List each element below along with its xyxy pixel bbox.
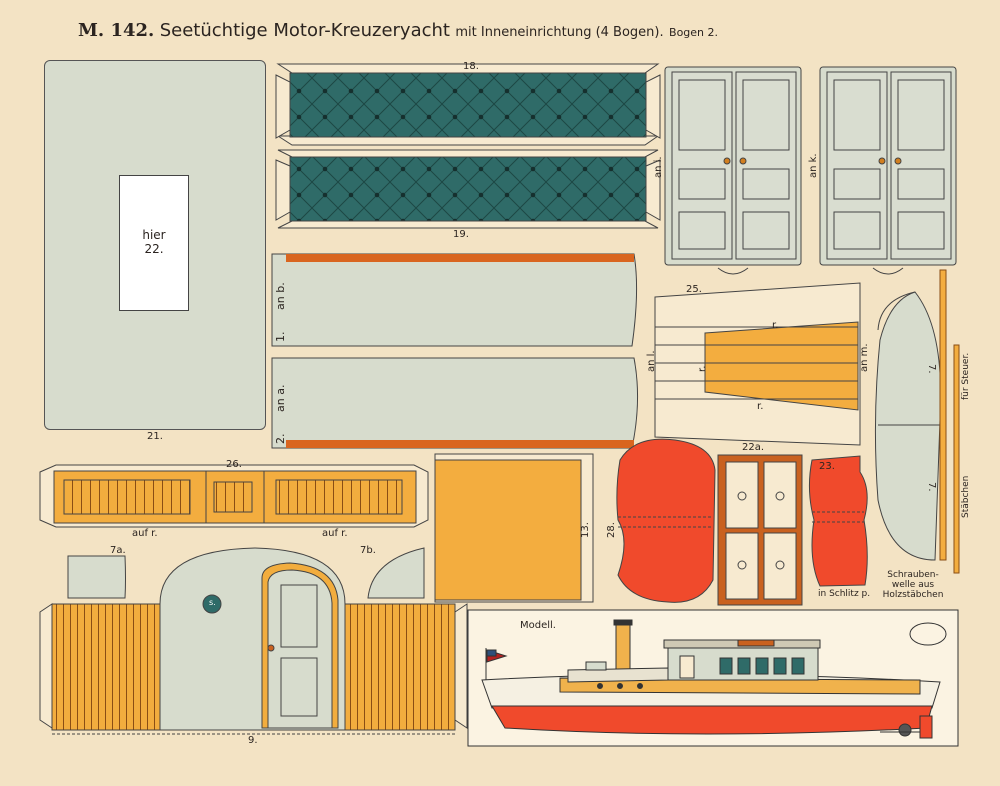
hull-7-bottom-label: 7. bbox=[926, 482, 937, 492]
part-26-auf-right: auf r. bbox=[322, 528, 348, 539]
part-25-label: 25. bbox=[686, 284, 702, 295]
part-23-label: 23. bbox=[819, 461, 835, 472]
door-pair-left bbox=[664, 66, 802, 275]
part-7a bbox=[67, 555, 126, 599]
title-subtitle: mit Inneneinrichtung (4 Bogen). bbox=[455, 25, 664, 40]
door-right-label: an k. bbox=[808, 153, 819, 178]
wall-1-side: an b. bbox=[274, 282, 287, 310]
stick-long bbox=[939, 269, 947, 561]
part-23-schlitz: in Schlitz p. bbox=[818, 589, 871, 599]
title-code: M. 142. bbox=[78, 20, 155, 41]
part-23 bbox=[808, 455, 868, 587]
part-7b-label: 7b. bbox=[360, 545, 376, 556]
stick-steuer-label: für Steuer. bbox=[961, 352, 971, 400]
part-13 bbox=[434, 453, 594, 603]
screw-line-2: welle aus bbox=[891, 580, 935, 590]
hull-part-7 bbox=[874, 291, 942, 561]
part-25-r-top: r. bbox=[772, 320, 779, 331]
cushion-18-label: 18. bbox=[463, 61, 479, 72]
panel-21-window: hier 22. bbox=[119, 175, 189, 311]
part-22a bbox=[717, 454, 803, 606]
title-main: Seetüchtige Motor-Kreuzeryacht bbox=[159, 20, 450, 41]
cushion-18 bbox=[275, 63, 661, 146]
wall-9-label: 9. bbox=[248, 735, 258, 746]
part-26-label: 26. bbox=[226, 459, 242, 470]
screw-caption: Schrauben- welle aus Holzstäbchen bbox=[880, 570, 946, 600]
part-28 bbox=[616, 438, 716, 603]
screw-line-3: Holzstäbchen bbox=[882, 590, 944, 600]
hull-7-top-label: 7. bbox=[926, 364, 937, 374]
wall-2-side: an a. bbox=[274, 384, 287, 412]
part-7b bbox=[367, 547, 425, 599]
panel-21-label: 21. bbox=[147, 431, 163, 442]
part-7a-label: 7a. bbox=[110, 545, 126, 556]
part-25-left: an l. bbox=[646, 350, 657, 372]
wall-9-circle-label: s. bbox=[209, 598, 216, 607]
wall-1 bbox=[271, 253, 638, 347]
hier-number: 22. bbox=[144, 242, 164, 256]
title-sheet: Bogen 2. bbox=[669, 26, 719, 39]
wall-1-number: 1. bbox=[274, 331, 287, 343]
wall-9 bbox=[39, 547, 468, 735]
stick-staebchen-label: Stäbchen bbox=[961, 475, 971, 518]
part-25-r-left: r. bbox=[697, 365, 708, 372]
wall-2 bbox=[271, 357, 639, 449]
part-22a-label: 22a. bbox=[742, 442, 765, 453]
cushion-19 bbox=[275, 149, 661, 229]
part-25 bbox=[654, 282, 861, 446]
wall-2-number: 2. bbox=[274, 433, 287, 445]
cushion-19-label: 19. bbox=[453, 229, 469, 240]
part-25-right: an m. bbox=[859, 343, 870, 372]
part-26 bbox=[39, 464, 429, 528]
door-left-label: an i. bbox=[653, 156, 664, 178]
model-illustration bbox=[467, 609, 959, 747]
part-13-label: 13. bbox=[580, 522, 591, 538]
part-25-r-bottom: r. bbox=[757, 401, 764, 412]
hier-text: hier bbox=[142, 228, 166, 242]
stick-short bbox=[953, 344, 960, 574]
door-pair-right bbox=[819, 66, 957, 275]
part-28-label: 28. bbox=[606, 522, 617, 538]
part-26-auf-left: auf r. bbox=[132, 528, 158, 539]
model-label: Modell. bbox=[520, 620, 556, 631]
page-title: M. 142. Seetüchtige Motor-Kreuzeryacht m… bbox=[78, 20, 718, 41]
screw-line-1: Schrauben- bbox=[887, 570, 939, 580]
